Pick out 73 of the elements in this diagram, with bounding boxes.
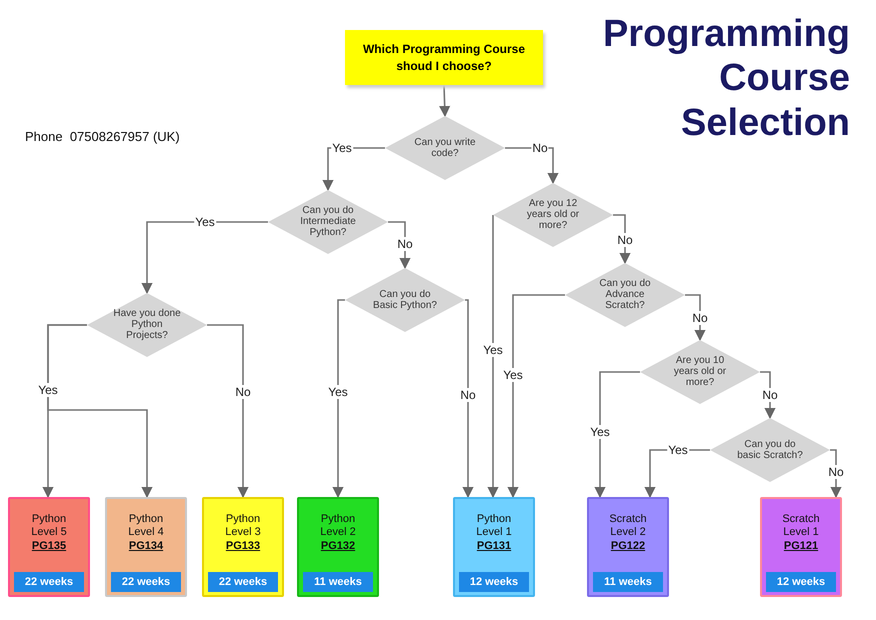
course-code: PG131 bbox=[476, 540, 512, 552]
question-text: Which Programming Course shoud I choose? bbox=[362, 40, 526, 74]
edge-label: Yes bbox=[482, 343, 504, 357]
course-code: PG134 bbox=[128, 540, 164, 552]
course-card bbox=[297, 497, 379, 597]
decision-diamond bbox=[268, 190, 388, 254]
question-text: Can you do Advance Scratch? bbox=[598, 278, 652, 312]
edge-label: Yes bbox=[502, 368, 524, 382]
decision-diamond bbox=[87, 293, 207, 357]
decision-diamond bbox=[345, 268, 465, 332]
decision-diamond bbox=[385, 116, 505, 180]
course-name: Scratch Level 1 bbox=[781, 513, 821, 538]
course-code: PG135 bbox=[32, 540, 66, 552]
course-card bbox=[760, 497, 842, 597]
diagram-title: Programming Course Selection bbox=[602, 12, 850, 146]
edge-label: Yes bbox=[589, 425, 611, 439]
course-name: Python Level 2 bbox=[319, 513, 357, 538]
course-card bbox=[105, 497, 187, 597]
edge-label: No bbox=[396, 237, 414, 251]
contact-text: Phone 07508267957 (UK) bbox=[25, 129, 180, 144]
arrow bbox=[47, 324, 153, 498]
edge-label: Yes bbox=[194, 215, 216, 229]
course-card bbox=[202, 497, 284, 597]
edge-label: No bbox=[761, 388, 779, 402]
start-box bbox=[345, 30, 543, 85]
edge-label: Yes bbox=[37, 383, 59, 397]
course-name: Python Level 4 bbox=[127, 513, 165, 538]
edge-label: Yes bbox=[327, 385, 349, 399]
question-text: Have you done Python Projects? bbox=[112, 308, 182, 342]
question-text: Can you do Intermediate Python? bbox=[299, 205, 357, 239]
question-text: Can you do basic Scratch? bbox=[736, 438, 804, 462]
edge-label: No bbox=[827, 465, 845, 479]
course-code: PG132 bbox=[320, 540, 356, 552]
edge-label: No bbox=[531, 141, 549, 155]
course-code: PG122 bbox=[610, 540, 646, 552]
course-name: Scratch Level 2 bbox=[608, 513, 648, 538]
edge-label: No bbox=[234, 385, 252, 399]
question-text: Can you write code? bbox=[413, 136, 477, 160]
edge-label: Yes bbox=[331, 141, 353, 155]
duration-bar: 11 weeks bbox=[593, 572, 663, 592]
duration-bar: 12 weeks bbox=[459, 572, 529, 592]
arrow bbox=[332, 299, 345, 498]
duration-bar: 22 weeks bbox=[14, 572, 84, 592]
arrow bbox=[439, 84, 450, 118]
arrow bbox=[207, 324, 249, 498]
edge-label: No bbox=[459, 388, 477, 402]
edge-label: No bbox=[691, 311, 709, 325]
edge-label: No bbox=[616, 233, 634, 247]
decision-diamond bbox=[565, 263, 685, 327]
course-name: Python Level 3 bbox=[224, 513, 262, 538]
question-text: Are you 12 years old or more? bbox=[526, 198, 580, 232]
arrow bbox=[487, 215, 499, 498]
arrow bbox=[507, 294, 565, 498]
decision-diamond bbox=[710, 418, 830, 482]
question-text: Are you 10 years old or more? bbox=[672, 355, 728, 389]
decision-diamond bbox=[493, 183, 613, 247]
course-card bbox=[8, 497, 90, 597]
arrow bbox=[462, 299, 474, 498]
course-card bbox=[453, 497, 535, 597]
duration-bar: 22 weeks bbox=[111, 572, 181, 592]
edge-label: Yes bbox=[667, 443, 689, 457]
arrow bbox=[141, 221, 268, 294]
duration-bar: 12 weeks bbox=[766, 572, 836, 592]
course-code: PG133 bbox=[226, 540, 260, 552]
course-code: PG121 bbox=[784, 540, 818, 552]
question-text: Can you do Basic Python? bbox=[372, 288, 438, 312]
arrow bbox=[594, 371, 640, 498]
course-name: Python Level 5 bbox=[30, 513, 68, 538]
duration-bar: 22 weeks bbox=[208, 572, 278, 592]
duration-bar: 11 weeks bbox=[303, 572, 373, 592]
course-name: Python Level 1 bbox=[475, 513, 513, 538]
course-card bbox=[587, 497, 669, 597]
decision-diamond bbox=[640, 340, 760, 404]
